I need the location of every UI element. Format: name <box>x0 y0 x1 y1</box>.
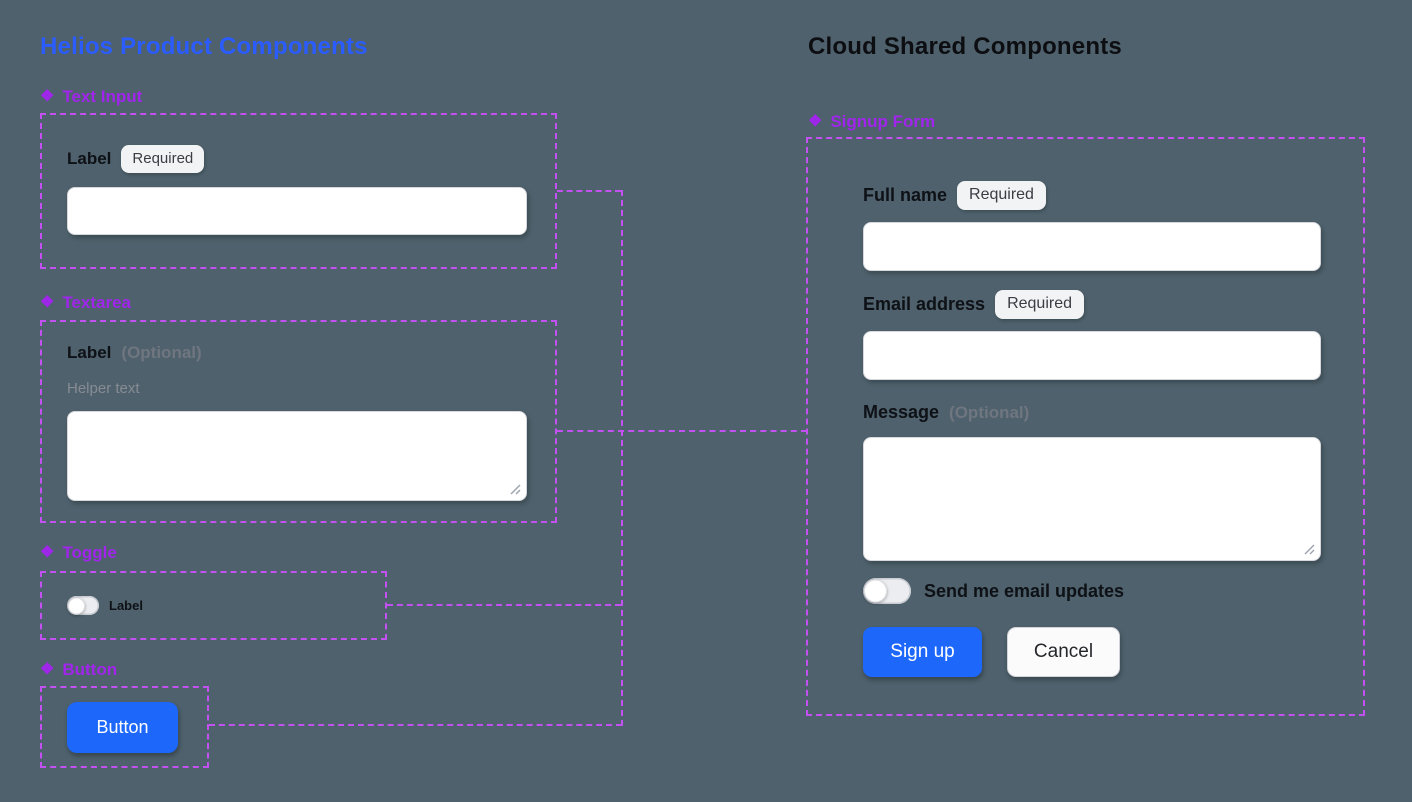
toggle-knob <box>68 597 85 614</box>
component-name: Textarea <box>62 293 132 312</box>
cancel-button[interactable]: Cancel <box>1007 627 1120 677</box>
text-input-label-row: Label Required <box>67 145 205 173</box>
component-label-button: ❖ Button <box>40 660 117 680</box>
signup-form-frame: Full name Required Email address Require… <box>806 137 1365 716</box>
toggle-switch[interactable] <box>67 596 99 615</box>
component-label-textarea: ❖ Textarea <box>40 293 131 313</box>
button-component-button[interactable]: Button <box>67 702 178 753</box>
textarea-field[interactable] <box>67 411 527 501</box>
message-label: Message <box>863 402 940 422</box>
email-updates-label: Send me email updates <box>924 580 1125 601</box>
component-label-text-input: ❖ Text Input <box>40 87 142 107</box>
connector-text-input-line <box>557 190 621 192</box>
text-input-component-frame: Label Required <box>40 113 557 269</box>
connector-textarea-line <box>557 430 807 432</box>
component-label-toggle: ❖ Toggle <box>40 543 117 563</box>
component-icon: ❖ <box>40 661 55 678</box>
component-icon: ❖ <box>808 113 823 130</box>
toggle-knob <box>864 579 887 603</box>
helios-title: Helios Product Components <box>40 33 368 60</box>
component-name: Toggle <box>62 543 117 562</box>
component-name: Signup Form <box>830 112 936 131</box>
email-input[interactable] <box>863 331 1321 380</box>
text-input-field[interactable] <box>67 187 527 235</box>
textarea-label: Label <box>67 343 112 362</box>
toggle-component-frame: Label <box>40 571 387 640</box>
textarea-label-row: Label (Optional) <box>67 343 202 363</box>
sign-up-button[interactable]: Sign up <box>863 627 982 677</box>
email-label: Email address <box>863 294 986 314</box>
message-textarea[interactable] <box>863 437 1321 561</box>
textarea-optional-hint: (Optional) <box>121 343 202 362</box>
email-required-badge: Required <box>995 290 1084 319</box>
full-name-label-row: Full name Required <box>863 181 1046 210</box>
connector-button-line <box>209 724 622 726</box>
component-label-signup-form: ❖ Signup Form <box>808 112 935 132</box>
message-optional-hint: (Optional) <box>949 402 1030 422</box>
email-updates-toggle-row: Send me email updates <box>863 578 1124 604</box>
component-icon: ❖ <box>40 544 55 561</box>
full-name-input[interactable] <box>863 222 1321 271</box>
full-name-required-badge: Required <box>957 181 1046 210</box>
toggle-label: Label <box>109 598 143 613</box>
textarea-component-frame: Label (Optional) Helper text <box>40 320 557 523</box>
connector-toggle-line <box>387 604 621 606</box>
component-icon: ❖ <box>40 88 55 105</box>
message-label-row: Message (Optional) <box>863 402 1029 423</box>
text-input-required-badge: Required <box>121 145 205 173</box>
component-name: Button <box>62 660 118 679</box>
email-label-row: Email address Required <box>863 290 1084 319</box>
component-name: Text Input <box>62 87 143 106</box>
textarea-helper-text: Helper text <box>67 380 140 397</box>
component-icon: ❖ <box>40 294 55 311</box>
email-updates-toggle[interactable] <box>863 578 911 604</box>
text-input-label: Label <box>67 149 112 168</box>
button-component-frame: Button <box>40 686 209 768</box>
full-name-label: Full name <box>863 185 948 205</box>
cloud-title: Cloud Shared Components <box>808 33 1122 60</box>
toggle-row: Label <box>67 596 143 615</box>
connector-trunk-line <box>621 190 623 726</box>
